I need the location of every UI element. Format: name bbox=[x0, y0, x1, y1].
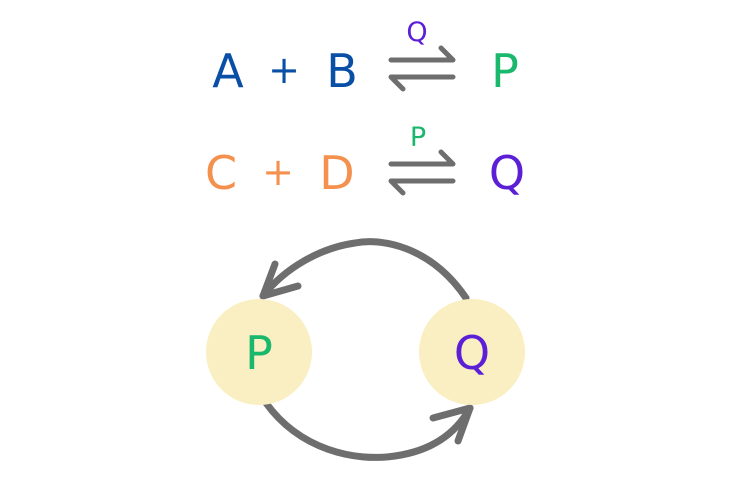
catalytic-cycle: P Q bbox=[206, 238, 525, 461]
reaction-1-plus: + bbox=[268, 48, 300, 92]
node-q-label: Q bbox=[454, 326, 490, 380]
node-q-circle bbox=[419, 299, 525, 405]
reaction-2-product: Q bbox=[489, 146, 525, 200]
reaction-1-reactant-b: B bbox=[326, 44, 358, 98]
reaction-1-reactant-a: A bbox=[212, 44, 244, 98]
curved-arrow-right-icon bbox=[262, 399, 474, 461]
cycle-node-q: Q bbox=[419, 299, 525, 405]
reaction-2-catalyst: P bbox=[410, 122, 426, 153]
reaction-1: A + B Q P bbox=[212, 17, 519, 98]
equilibrium-arrows-icon bbox=[388, 149, 456, 196]
equilibrium-arrows-icon bbox=[388, 45, 456, 92]
node-p-circle bbox=[206, 299, 312, 405]
reaction-2-plus: + bbox=[262, 150, 294, 194]
cycle-node-p: P bbox=[206, 299, 312, 405]
reaction-2: C + D P Q bbox=[205, 122, 525, 200]
reaction-2-reactant-d: D bbox=[319, 146, 354, 200]
node-p-label: P bbox=[245, 326, 273, 380]
reaction-1-product: P bbox=[491, 44, 519, 98]
reaction-1-catalyst: Q bbox=[406, 17, 427, 48]
curved-arrow-left-icon bbox=[259, 238, 470, 302]
reaction-2-reactant-c: C bbox=[205, 146, 237, 200]
